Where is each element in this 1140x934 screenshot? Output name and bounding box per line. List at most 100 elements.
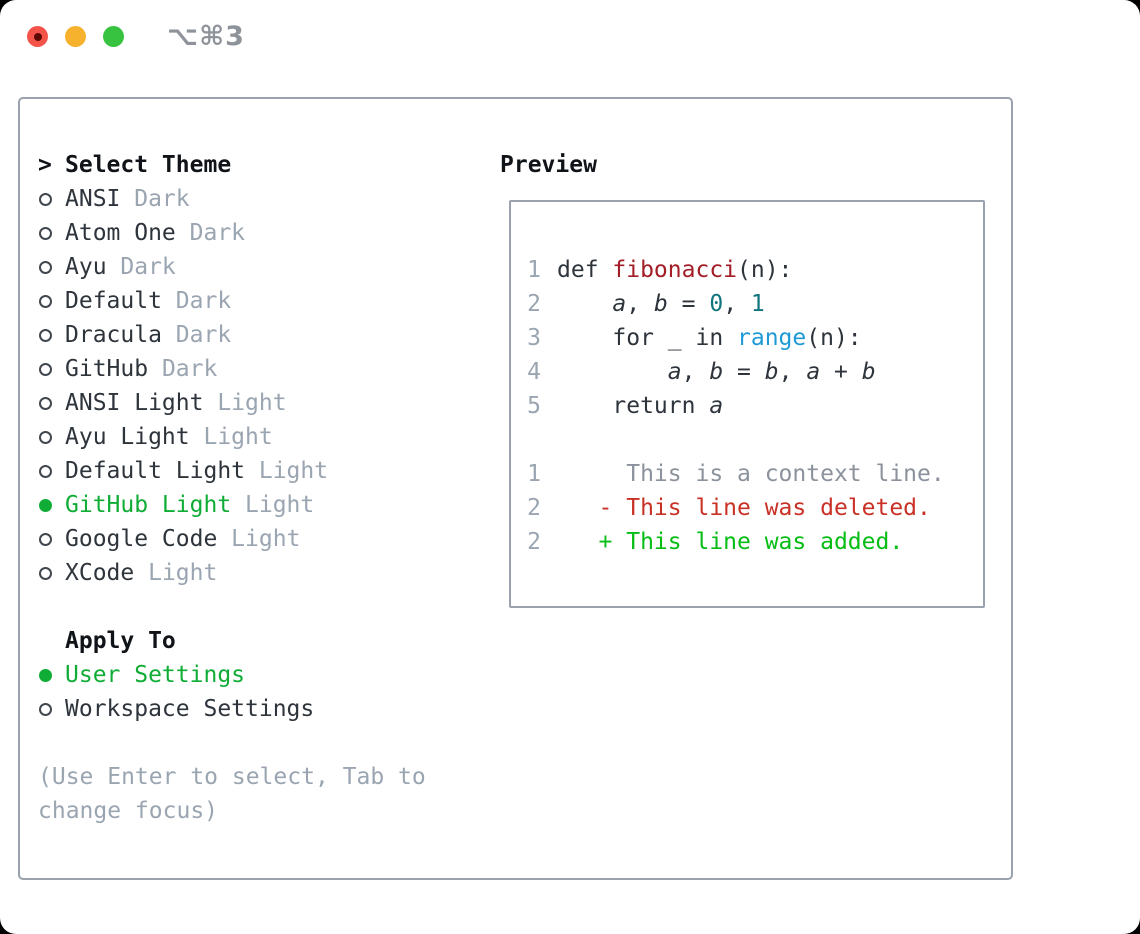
radio-circle-icon	[38, 498, 65, 512]
theme-variant: Light	[134, 560, 218, 586]
theme-name: GitHub Light	[65, 492, 232, 518]
theme-option-default-dark[interactable]: Default Dark	[38, 284, 426, 318]
close-button[interactable]	[27, 26, 48, 47]
apply-option-label: Workspace Settings	[65, 696, 315, 722]
theme-name: Atom One	[65, 220, 176, 246]
diff-line-added: 2 + This line was added.	[511, 525, 983, 559]
theme-variant: Dark	[161, 322, 232, 348]
theme-option-default-light-light[interactable]: Default Light Light	[38, 454, 426, 488]
title-bar: ⌥⌘3	[0, 0, 1140, 75]
code-text: a, b = b, a + b	[667, 359, 876, 385]
radio-circle-icon	[38, 702, 65, 716]
theme-option-google-code-light[interactable]: Google Code Light	[38, 522, 426, 556]
theme-variant: Dark	[106, 254, 176, 280]
apply-option-user-settings[interactable]: User Settings	[38, 658, 426, 692]
code-text: def fibonacci(n):	[557, 257, 793, 283]
theme-variant: Dark	[175, 220, 246, 246]
theme-option-ansi-dark[interactable]: ANSI Dark	[38, 182, 426, 216]
apply-option-label: User Settings	[65, 662, 246, 688]
code-line: 2 a, b = 0, 1	[511, 287, 983, 321]
line-number: 3	[527, 325, 541, 351]
spacer	[38, 726, 426, 760]
radio-circle-icon	[38, 430, 65, 444]
spacer	[38, 590, 426, 624]
theme-name: Google Code	[65, 526, 218, 552]
theme-option-ayu-light-light[interactable]: Ayu Light Light	[38, 420, 426, 454]
theme-variant: Light	[189, 424, 273, 450]
line-number: 5	[527, 393, 541, 419]
select-theme-header-row: > Select Theme	[38, 148, 426, 182]
code-line: 3 for _ in range(n):	[511, 321, 983, 355]
line-number: 1	[527, 461, 541, 487]
radio-circle-icon	[38, 362, 65, 376]
theme-name: ANSI	[65, 186, 121, 212]
theme-name: Default Light	[65, 458, 246, 484]
apply-to-header-row: Apply To	[38, 624, 426, 658]
diff-preview: 1 This is a context line.2 - This line w…	[511, 457, 983, 559]
theme-name: GitHub	[65, 356, 149, 382]
zoom-button[interactable]	[103, 26, 124, 47]
radio-circle-icon	[38, 566, 65, 580]
theme-option-xcode-light[interactable]: XCode Light	[38, 556, 426, 590]
hint-line-2: change focus)	[38, 798, 219, 824]
theme-variant: Dark	[148, 356, 218, 382]
code-line: 4 a, b = b, a + b	[511, 355, 983, 389]
line-number: 2	[527, 529, 541, 555]
line-number: 2	[527, 291, 541, 317]
diff-line-deleted: 2 - This line was deleted.	[511, 491, 983, 525]
theme-option-ansi-light-light[interactable]: ANSI Light Light	[38, 386, 426, 420]
minimize-button[interactable]	[65, 26, 86, 47]
code-line: 5 return a	[511, 389, 983, 423]
apply-option-workspace-settings[interactable]: Workspace Settings	[38, 692, 426, 726]
diff-line-context: 1 This is a context line.	[511, 457, 983, 491]
theme-variant: Light	[231, 492, 315, 518]
theme-variant: Light	[217, 526, 301, 552]
radio-circle-icon	[38, 294, 65, 308]
theme-variant: Light	[203, 390, 287, 416]
spacer	[511, 423, 983, 457]
line-number: 2	[527, 495, 541, 521]
radio-circle-icon	[38, 260, 65, 274]
radio-circle-icon	[38, 668, 65, 682]
theme-name: ANSI Light	[65, 390, 204, 416]
theme-name: Ayu Light	[65, 424, 190, 450]
theme-option-github-light-light[interactable]: GitHub Light Light	[38, 488, 426, 522]
code-text: for _ in range(n):	[557, 325, 862, 351]
radio-circle-icon	[38, 192, 65, 206]
line-number: 1	[527, 257, 541, 283]
theme-option-atom-one-dark[interactable]: Atom One Dark	[38, 216, 426, 250]
theme-option-dracula-dark[interactable]: Dracula Dark	[38, 318, 426, 352]
theme-name: XCode	[65, 560, 135, 586]
theme-variant: Dark	[161, 288, 232, 314]
theme-name: Ayu	[65, 254, 107, 280]
code-text: a, b = 0, 1	[612, 291, 765, 317]
hint-line-1: (Use Enter to select, Tab to	[38, 764, 426, 790]
radio-circle-icon	[38, 396, 65, 410]
code-text: return a	[557, 393, 724, 419]
radio-circle-icon	[38, 226, 65, 240]
theme-name: Dracula	[65, 322, 162, 348]
window-title: ⌥⌘3	[167, 21, 245, 52]
theme-option-ayu-dark[interactable]: Ayu Dark	[38, 250, 426, 284]
apply-to-header: Apply To	[65, 628, 176, 654]
radio-circle-icon	[38, 328, 65, 342]
radio-circle-icon	[38, 532, 65, 546]
theme-variant: Dark	[120, 186, 190, 212]
diff-text: + This line was added.	[557, 529, 904, 555]
line-number: 4	[527, 359, 541, 385]
code-line: 1 def fibonacci(n):	[511, 253, 983, 287]
diff-text: - This line was deleted.	[557, 495, 931, 521]
theme-variant: Light	[245, 458, 329, 484]
theme-name: Default	[65, 288, 162, 314]
prompt-caret-icon: >	[38, 152, 52, 178]
theme-option-github-dark[interactable]: GitHub Dark	[38, 352, 426, 386]
select-theme-header: Select Theme	[65, 152, 232, 178]
preview-header: Preview	[500, 152, 597, 178]
